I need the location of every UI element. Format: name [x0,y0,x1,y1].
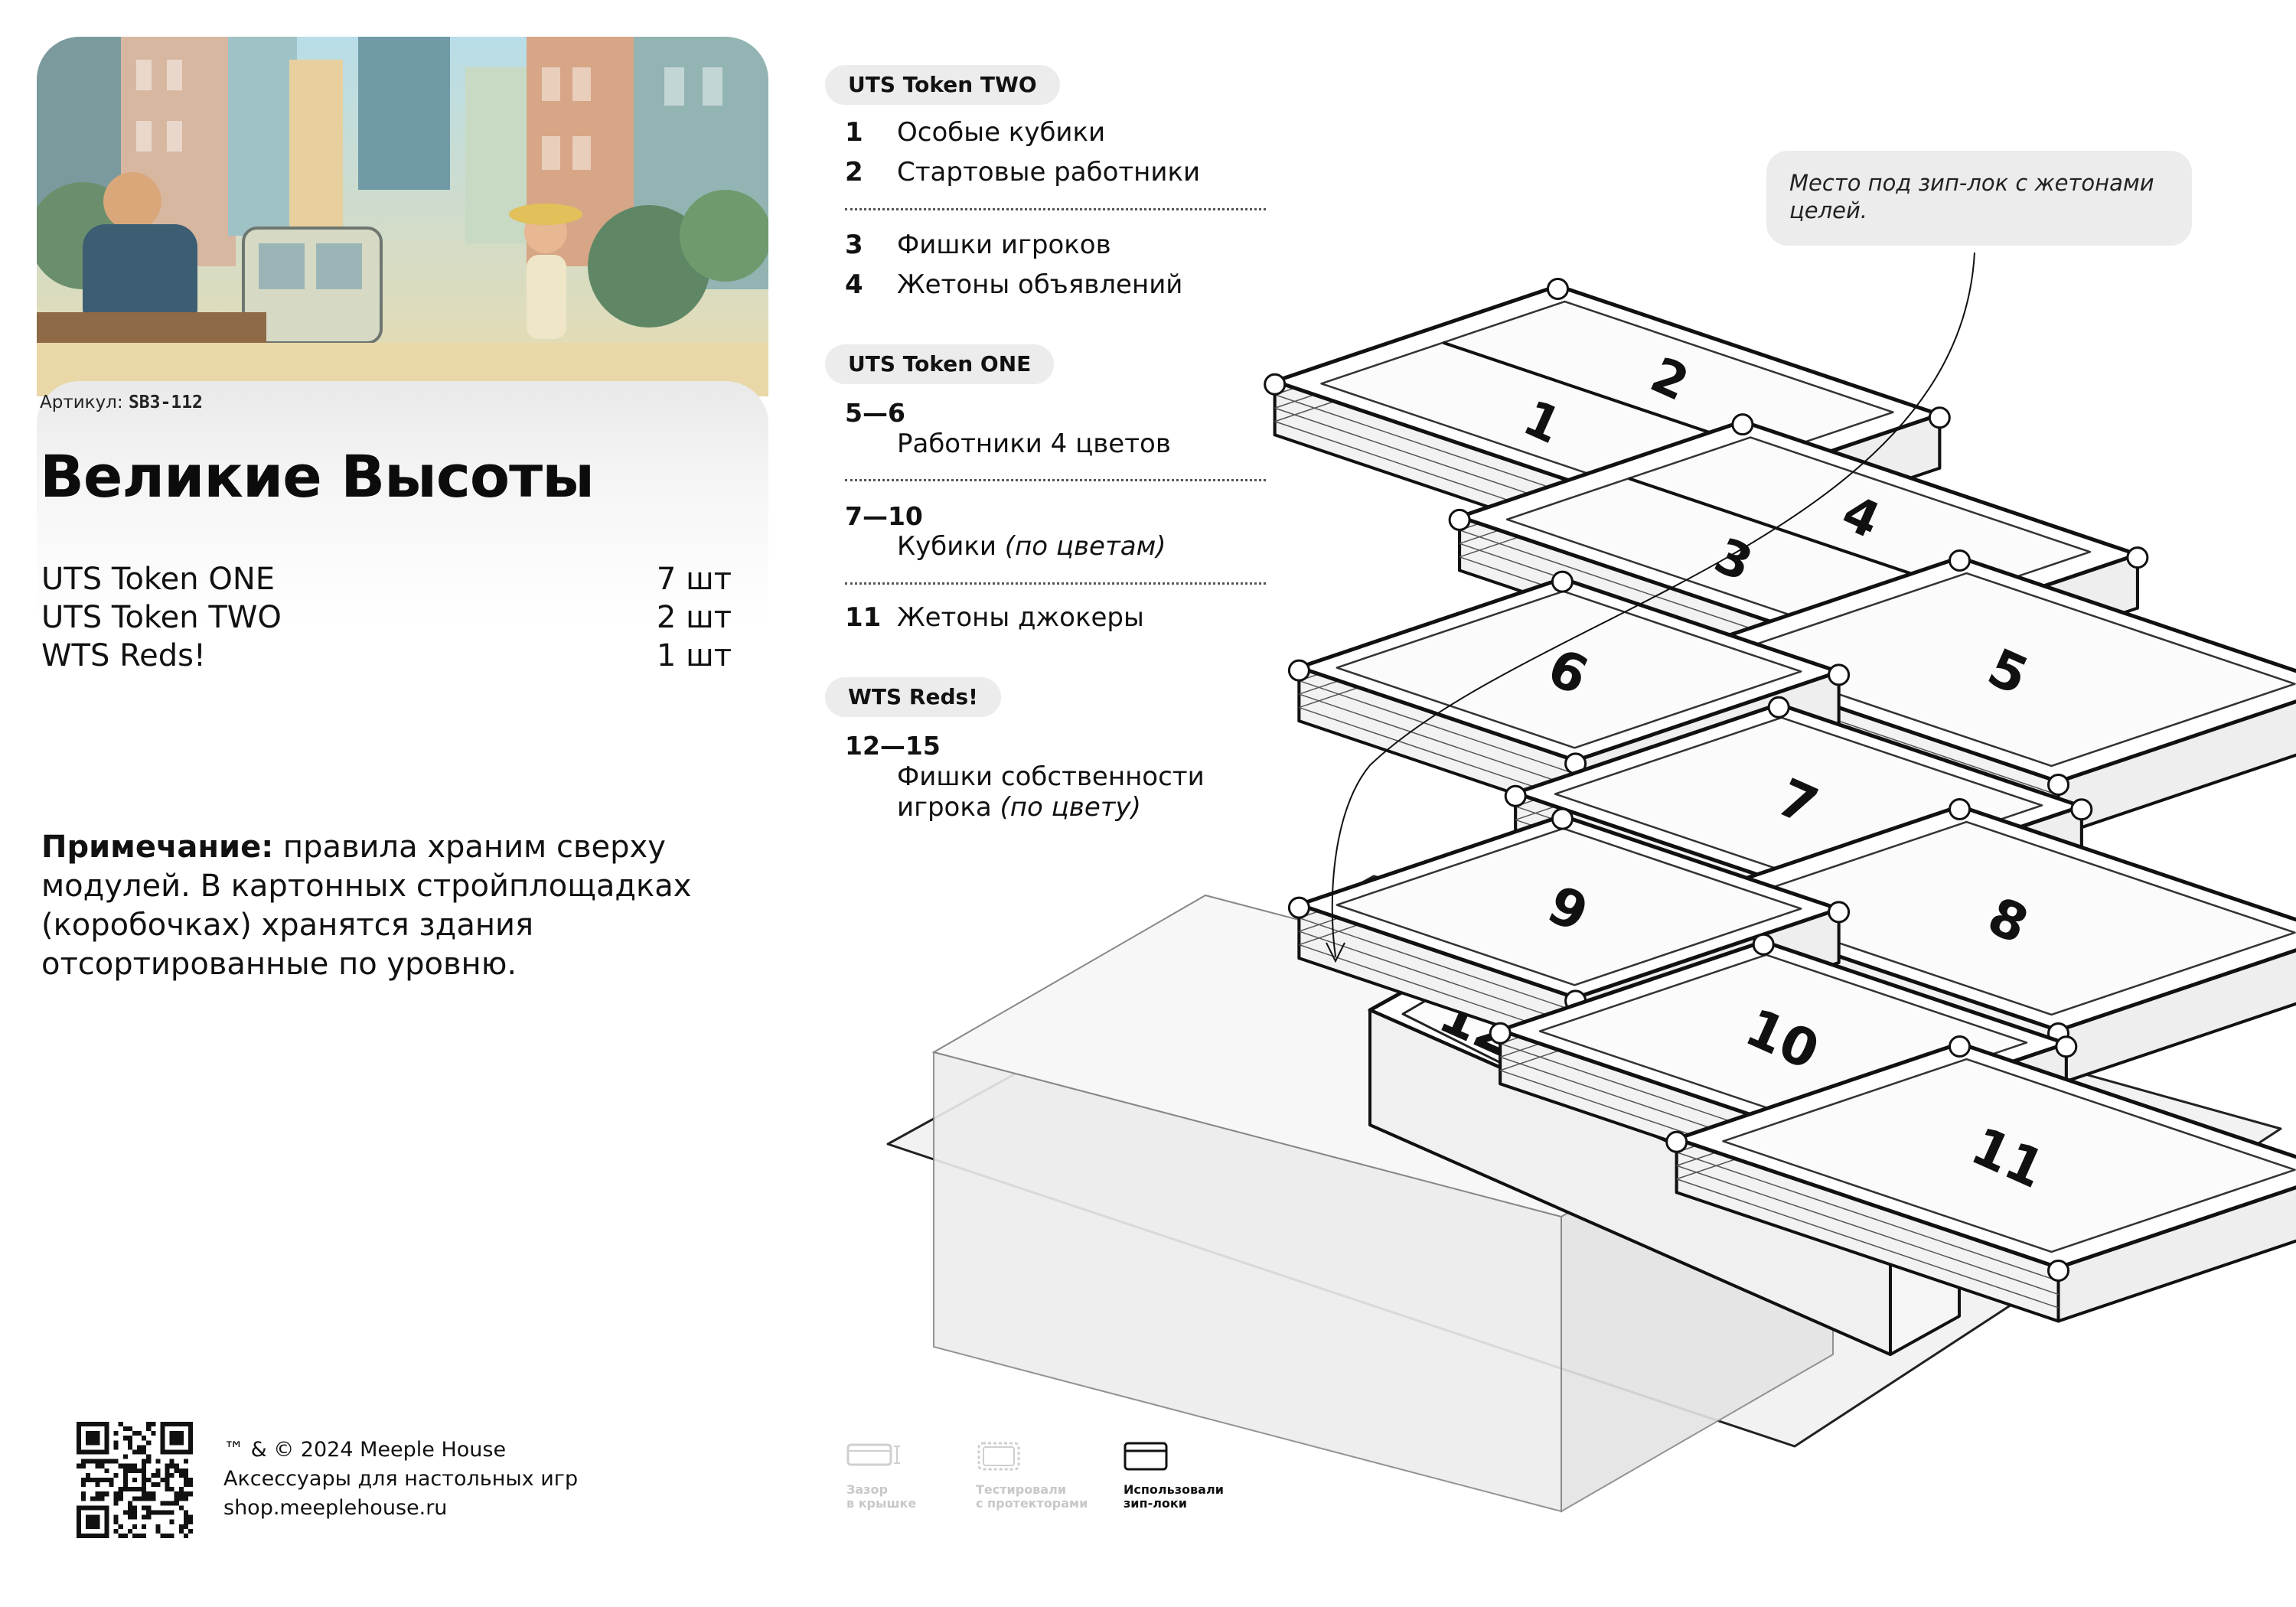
divider [845,479,1266,481]
cover-illustration [37,37,768,396]
callout-pointer [1331,252,1975,957]
legend-text-5-6: Работники 4 цветов [897,429,1171,459]
qr-code[interactable] [77,1422,193,1538]
page-title: Великие Высоты [40,442,595,510]
note: Примечание: правила храним сверху модуле… [41,828,730,984]
shop-link[interactable]: shop.meeplehouse.ru [223,1496,448,1520]
list-item: WTS Reds! 1 шт [41,637,732,675]
note-text: правила храним сверху модулей. В картонн… [41,830,692,982]
callout-text: Место под зип-лок с жетонами целей. [1789,170,2154,223]
list-item: UTS Token TWO 2 шт [41,598,732,637]
legend-text-12-15: Фишки собственности игрока (по цвету) [897,761,1205,823]
legend-range-5-6: 5—6 [845,398,905,428]
legend-range-7-10: 7—10 [845,501,923,531]
arrow-icon [1326,942,1345,963]
item-name: UTS Token ONE [41,562,276,597]
item-name: UTS Token TWO [41,600,282,635]
organizer-diagram: 121314152143567891011 [886,252,2296,1513]
copyright: ™ & © 2024 Meeple House [223,1438,507,1462]
item-qty: 1 шт [656,638,732,673]
group-label-uts-one: UTS Token ONE [825,344,1055,384]
note-label: Примечание: [41,830,274,865]
list-item: UTS Token ONE 7 шт [41,560,732,598]
lid-gap-icon [846,1443,900,1466]
tray-6: 6 [1287,570,1851,816]
group-label-uts-two: UTS Token TWO [825,65,1060,105]
footer: ™ & © 2024 Meeple House Аксессуары для н… [223,1436,578,1523]
contents-list: UTS Token ONE 7 шт UTS Token TWO 2 шт WT… [41,560,732,675]
ziplock-icon [1124,1442,1168,1471]
ziplock-callout: Место под зип-лок с жетонами целей. [1766,151,2192,246]
sleeve-icon [977,1442,1020,1471]
sku: Артикул: SB3-112 [40,393,203,412]
tagline: Аксессуары для настольных игр [223,1467,579,1491]
item-qty: 2 шт [656,600,732,635]
group-label-wts: WTS Reds! [825,677,1001,717]
divider [845,582,1266,585]
legend-text-7-10: Кубики (по цветам) [897,531,1166,562]
item-name: WTS Reds! [41,638,206,673]
sku-code: SB3-112 [128,393,203,412]
divider [845,208,1266,210]
product-card [37,37,768,1570]
item-qty: 7 шт [656,562,732,597]
tray-11: 11 [1665,1035,2296,1323]
sku-label: Артикул: [40,393,123,412]
legend-range-12-15: 12—15 [845,731,941,761]
card-info-panel [37,381,768,1570]
